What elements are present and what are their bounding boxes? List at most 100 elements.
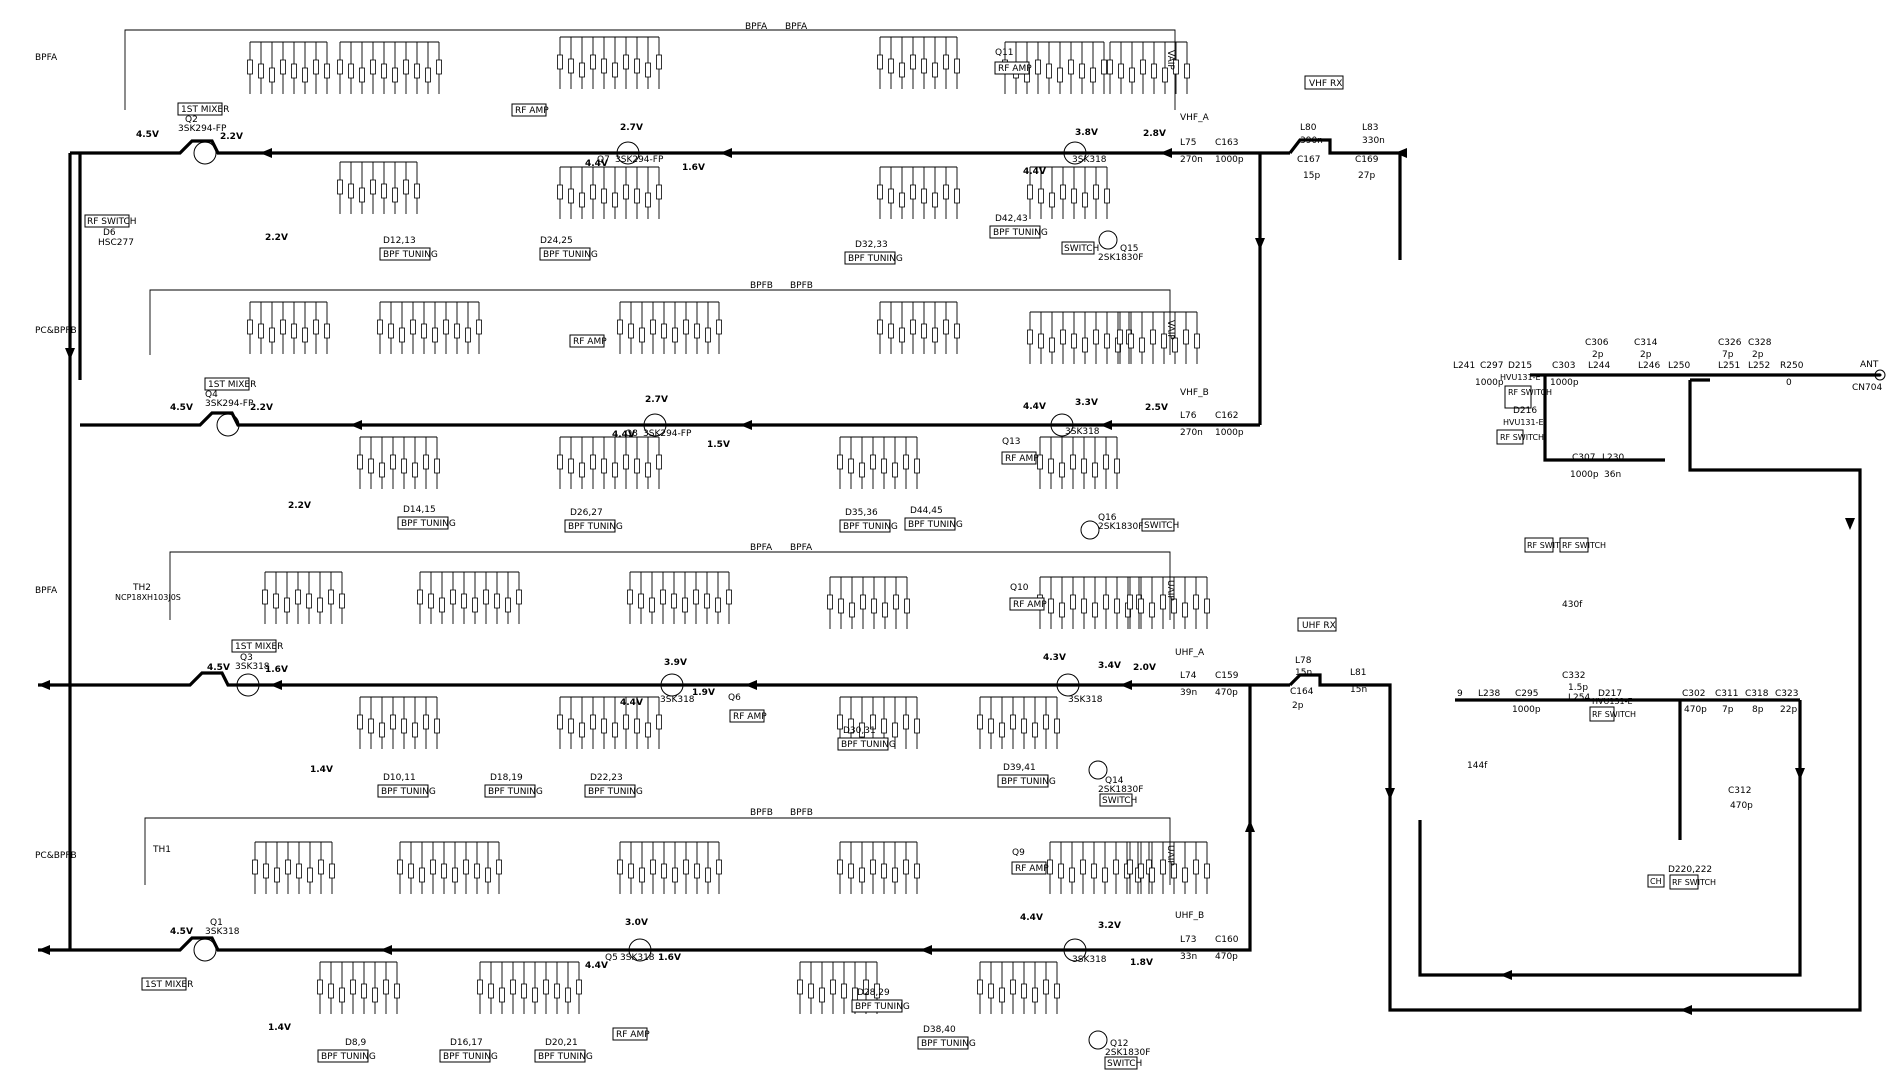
component-body	[1102, 867, 1108, 883]
c297-value: 1000p	[1475, 378, 1504, 388]
q11-label: Q11	[995, 48, 1014, 58]
c306-value: 2p	[1592, 350, 1604, 360]
component-body	[859, 722, 865, 738]
component-body	[463, 859, 469, 875]
th2-label: TH2	[132, 583, 151, 593]
c306-label: C306	[1585, 338, 1609, 348]
component-body	[350, 979, 356, 995]
component-body	[921, 188, 927, 204]
rf-switch-box-d216: RF SWITCH	[1500, 433, 1544, 442]
rf-amp-box-q9: RF AMP	[1015, 864, 1049, 874]
component-body	[579, 62, 585, 78]
component-body	[1127, 594, 1133, 610]
component-body	[485, 867, 491, 883]
component-body	[888, 323, 894, 339]
component-body	[399, 327, 405, 343]
component-body	[1184, 63, 1190, 79]
component-body	[977, 714, 983, 730]
voltage-label: 4.5V	[170, 403, 193, 413]
c323-label: C323	[1775, 689, 1798, 699]
component-body	[877, 319, 883, 335]
l76-value: 270n	[1180, 428, 1203, 438]
rf-switch-box-d217: RF SWITCH	[1592, 710, 1636, 719]
bpf-tuning-box-14: BPF TUNING	[321, 1052, 376, 1062]
vhf-rx-box: VHF RX	[1309, 79, 1342, 89]
component-body	[904, 598, 910, 614]
component-body	[726, 589, 732, 605]
component-body	[532, 987, 538, 1003]
component-body	[568, 458, 574, 474]
component-body	[285, 859, 291, 875]
l250-label: L250	[1668, 361, 1690, 371]
d35-36-label: D35,36	[845, 508, 878, 518]
rf-amp-box-q5: RF AMP	[616, 1030, 650, 1040]
d18-19-label: D18,19	[490, 773, 523, 783]
component-body	[579, 722, 585, 738]
q4-type: 3SK294-FP	[205, 399, 254, 409]
component-body	[870, 714, 876, 730]
component-body	[372, 987, 378, 1003]
component-body	[623, 454, 629, 470]
component-body	[943, 184, 949, 200]
component-body	[359, 187, 365, 203]
bpfb-rail-label-3: BPFB	[750, 808, 773, 818]
component-body	[443, 319, 449, 335]
d30-31-label: D30,31	[843, 726, 876, 736]
component-body	[874, 983, 880, 999]
r250-label: R250	[1780, 361, 1804, 371]
component-body	[1104, 333, 1110, 349]
component-body	[1140, 59, 1146, 75]
voltage-label: 4.3V	[1043, 653, 1066, 663]
q2-type: 3SK294-FP	[178, 124, 227, 134]
component-body	[1113, 859, 1119, 875]
component-body	[1081, 598, 1087, 614]
component-body	[1093, 329, 1099, 345]
component-body	[258, 63, 264, 79]
component-body	[1057, 67, 1063, 83]
component-body	[999, 722, 1005, 738]
component-body	[379, 722, 385, 738]
d32-33-label: D32,33	[855, 240, 888, 250]
d44-45-label: D44,45	[910, 506, 943, 516]
component-body	[634, 718, 640, 734]
component-body	[628, 323, 634, 339]
q8-type: 3SK294-FP	[643, 429, 692, 439]
component-body	[1173, 59, 1179, 75]
component-body	[1117, 329, 1123, 345]
component-body	[1103, 594, 1109, 610]
voltage-label: 2.7V	[645, 395, 668, 405]
component-body	[693, 589, 699, 605]
q9-label: Q9	[1012, 848, 1025, 858]
component-body	[1162, 67, 1168, 83]
component-body	[1146, 859, 1152, 875]
component-body	[859, 867, 865, 883]
component-body	[1193, 859, 1199, 875]
l83-value: 330n	[1362, 136, 1385, 146]
component-body	[819, 987, 825, 1003]
component-body	[247, 319, 253, 335]
component-body	[505, 597, 511, 613]
q10-label: Q10	[1010, 583, 1029, 593]
section-labels: BPFA PC&BPFB BPFA PC&BPFB BPFA BPFA BPFB…	[35, 22, 1882, 921]
component-body	[291, 63, 297, 79]
voltage-label: 2.2V	[265, 233, 288, 243]
c160-label: C160	[1215, 935, 1239, 945]
bpf-tuning-box-1: BPF TUNING	[383, 250, 438, 260]
uaip-label: UAIP	[1165, 580, 1175, 601]
first-mixer-box-4: 1ST MIXER	[145, 980, 193, 990]
voltage-label: 2.2V	[250, 403, 273, 413]
c159-value: 470p	[1215, 688, 1238, 698]
component-body	[1046, 63, 1052, 79]
component-body	[882, 602, 888, 618]
component-body	[1010, 714, 1016, 730]
voltage-label: 3.9V	[664, 658, 687, 668]
component-body	[683, 319, 689, 335]
component-body	[390, 454, 396, 470]
th1-label: TH1	[152, 845, 171, 855]
component-body	[434, 718, 440, 734]
component-body	[612, 192, 618, 208]
component-body	[357, 714, 363, 730]
component-body	[649, 597, 655, 613]
d12-13-label: D12,13	[383, 236, 416, 246]
q2-label: Q2	[185, 115, 198, 125]
